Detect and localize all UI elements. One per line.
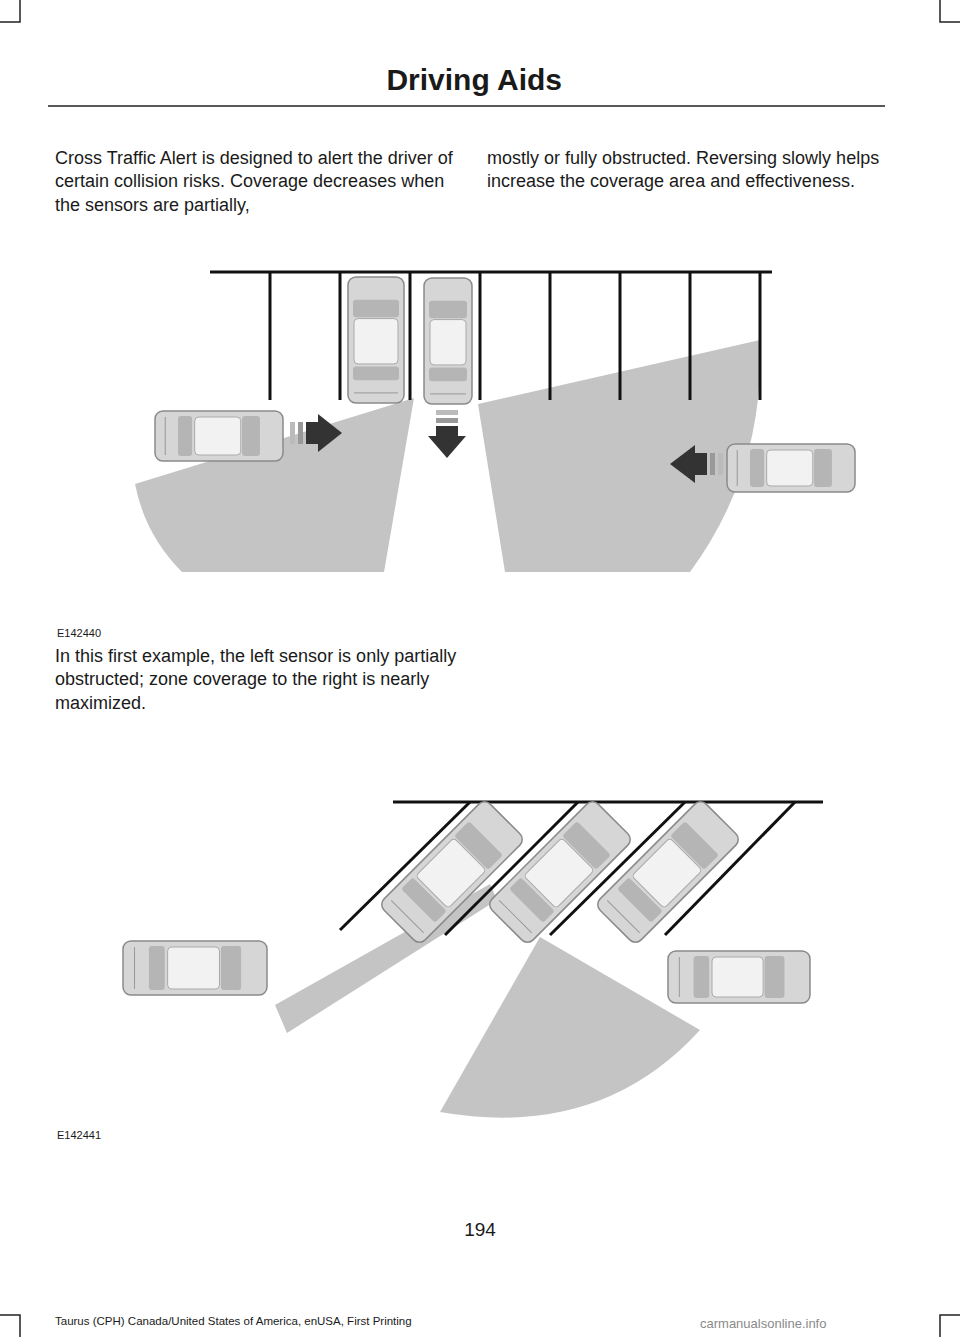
car-icon — [155, 411, 283, 461]
parking-lines — [210, 272, 772, 400]
car-icon — [348, 277, 404, 403]
header-rule — [48, 105, 885, 107]
watermark: carmanualsonline.info — [700, 1316, 950, 1333]
cars — [123, 798, 810, 1003]
car-icon — [123, 941, 267, 995]
figure-code: E142441 — [57, 1128, 177, 1142]
car-icon — [668, 951, 810, 1003]
car-icon — [486, 798, 633, 945]
car-icon — [594, 798, 741, 945]
page-number: 194 — [430, 1218, 530, 1243]
cars — [155, 277, 855, 492]
figure-caption: In this first example, the left sensor i… — [55, 645, 475, 715]
motion-arrows — [290, 410, 723, 483]
coverage-zones — [135, 340, 760, 572]
car-icon — [378, 798, 525, 945]
section-title: Driving Aids — [300, 60, 562, 99]
footer-text: Taurus (CPH) Canada/United States of Ame… — [55, 1314, 615, 1329]
car-icon — [727, 444, 855, 492]
body-text: mostly or fully obstructed. Reversing sl… — [487, 147, 902, 194]
figure-code: E142440 — [57, 626, 177, 640]
car-icon — [424, 278, 472, 404]
body-text: Cross Traffic Alert is designed to alert… — [55, 147, 470, 217]
